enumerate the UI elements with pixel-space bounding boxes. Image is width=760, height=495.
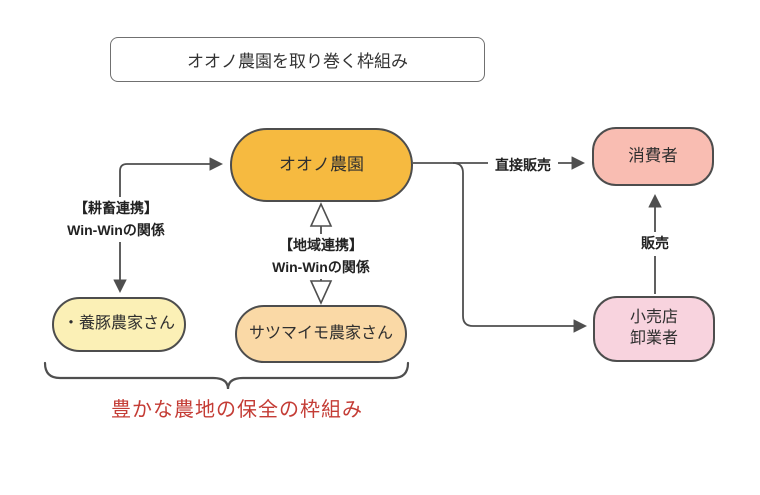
edge-label-regional: 【地域連携】 Win-Winの関係: [243, 234, 399, 280]
hollow-arrow-down: [309, 280, 333, 305]
brace-caption: 豊かな農地の保全の枠組み: [111, 399, 363, 421]
node-retail-wholesaler: 小売店 卸業者: [593, 296, 715, 362]
edge-label-regional-line1: 【地域連携】: [279, 237, 363, 253]
edge-label-regional-line2: Win-Winの関係: [272, 258, 370, 275]
node-consumer: 消費者: [592, 127, 714, 186]
edge-label-crop-livestock: 【耕畜連携】 Win-Winの関係: [40, 197, 192, 243]
node-pig-farmer: ・養豚農家さん: [52, 297, 186, 352]
node-retail-line2: 卸業者: [629, 330, 678, 347]
edge-label-crop-livestock-line1: 【耕畜連携】: [74, 200, 158, 216]
hollow-arrow-up: [309, 202, 333, 227]
edge-label-sales: 販売: [633, 232, 677, 256]
node-sweet-potato-farmer: サツマイモ農家さん: [235, 305, 407, 363]
curly-brace: [43, 361, 410, 390]
diagram-title: オオノ農園を取り巻く枠組み: [110, 37, 485, 82]
edge-label-direct-sales: 直接販売: [488, 154, 558, 178]
node-ohno-farm: オオノ農園: [230, 128, 413, 202]
edge-label-crop-livestock-line2: Win-Winの関係: [67, 221, 165, 238]
node-retail-line1: 小売店: [629, 309, 678, 327]
edge-farm-retail: [452, 162, 588, 333]
